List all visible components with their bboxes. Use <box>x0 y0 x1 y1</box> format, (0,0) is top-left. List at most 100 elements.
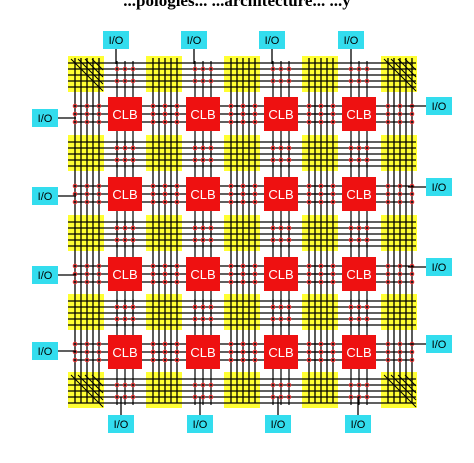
switch-point <box>122 157 128 163</box>
switch-point <box>270 145 276 151</box>
switch-point <box>208 78 214 84</box>
switch-point <box>208 145 214 151</box>
switch-point <box>208 304 214 310</box>
switch-point <box>228 199 234 205</box>
switch-point <box>270 382 276 388</box>
switch-point <box>270 316 276 322</box>
switch-point <box>286 157 292 163</box>
switch-point <box>72 279 78 285</box>
io-label: I/O <box>193 419 208 431</box>
switch-point <box>84 119 90 125</box>
switch-point <box>162 111 168 117</box>
switch-box <box>224 372 260 408</box>
clb-label: CLB <box>268 107 293 122</box>
clb-block: CLB <box>108 335 142 369</box>
switch-point <box>409 349 415 355</box>
switch-point <box>306 183 312 189</box>
switch-point <box>385 279 391 285</box>
switch-point <box>200 225 206 231</box>
switch-point <box>84 341 90 347</box>
switch-point <box>240 357 246 363</box>
switch-point <box>208 316 214 322</box>
switch-point <box>409 199 415 205</box>
io-block: I/O <box>32 109 76 127</box>
switch-point <box>96 341 102 347</box>
switch-point <box>162 103 168 109</box>
switch-point <box>252 111 258 117</box>
switch-point <box>150 111 156 117</box>
switch-point <box>397 279 403 285</box>
switch-point <box>84 199 90 205</box>
switch-point <box>348 316 354 322</box>
switch-point <box>192 394 198 400</box>
switch-point <box>162 263 168 269</box>
switch-point <box>330 103 336 109</box>
io-label: I/O <box>351 419 366 431</box>
switch-point <box>278 78 284 84</box>
switch-point <box>318 111 324 117</box>
switch-point <box>162 341 168 347</box>
switch-point <box>72 271 78 277</box>
switch-point <box>200 157 206 163</box>
switch-point <box>306 103 312 109</box>
switch-point <box>72 263 78 269</box>
switch-point <box>228 279 234 285</box>
switch-point <box>356 394 362 400</box>
clb-rect <box>108 97 142 131</box>
switch-point <box>150 183 156 189</box>
switch-point <box>174 263 180 269</box>
switch-point <box>162 191 168 197</box>
switch-point <box>228 191 234 197</box>
corner-wire <box>404 374 417 387</box>
switch-point <box>192 316 198 322</box>
switch-point <box>130 237 136 243</box>
clb-block: CLB <box>108 177 142 211</box>
io-rect <box>426 258 452 276</box>
switch-point <box>200 237 206 243</box>
switch-box <box>381 215 417 251</box>
clb-block: CLB <box>264 335 298 369</box>
switch-point <box>385 357 391 363</box>
io-label: I/O <box>432 182 447 194</box>
switch-point <box>252 103 258 109</box>
io-label: I/O <box>432 101 447 113</box>
io-rect <box>108 415 134 433</box>
io-rect <box>103 31 129 49</box>
switch-point <box>318 119 324 125</box>
switch-point <box>397 111 403 117</box>
switch-point <box>318 341 324 347</box>
switch-point <box>84 191 90 197</box>
io-rect <box>426 97 452 115</box>
clb-label: CLB <box>112 107 137 122</box>
switch-point <box>252 271 258 277</box>
switch-point <box>270 394 276 400</box>
switch-point <box>409 191 415 197</box>
switch-point <box>306 279 312 285</box>
switch-point <box>330 183 336 189</box>
io-rect <box>32 187 58 205</box>
switch-point <box>318 349 324 355</box>
switch-point <box>130 304 136 310</box>
switch-point <box>330 279 336 285</box>
switch-point <box>208 66 214 72</box>
clb-rect <box>108 177 142 211</box>
clb-label: CLB <box>190 345 215 360</box>
switch-point <box>278 66 284 72</box>
switch-point <box>200 394 206 400</box>
switch-point <box>348 145 354 151</box>
clb-rect <box>342 177 376 211</box>
corner-wire <box>77 58 104 85</box>
clb-rect <box>186 97 220 131</box>
switch-point <box>330 199 336 205</box>
io-label: I/O <box>344 35 359 47</box>
switch-point <box>330 263 336 269</box>
switch-point <box>270 225 276 231</box>
switch-point <box>96 279 102 285</box>
switch-point <box>84 103 90 109</box>
switch-point <box>192 225 198 231</box>
io-rect <box>426 335 452 353</box>
switch-point <box>96 111 102 117</box>
switch-point <box>278 316 284 322</box>
switch-point <box>200 316 206 322</box>
switch-point <box>130 157 136 163</box>
